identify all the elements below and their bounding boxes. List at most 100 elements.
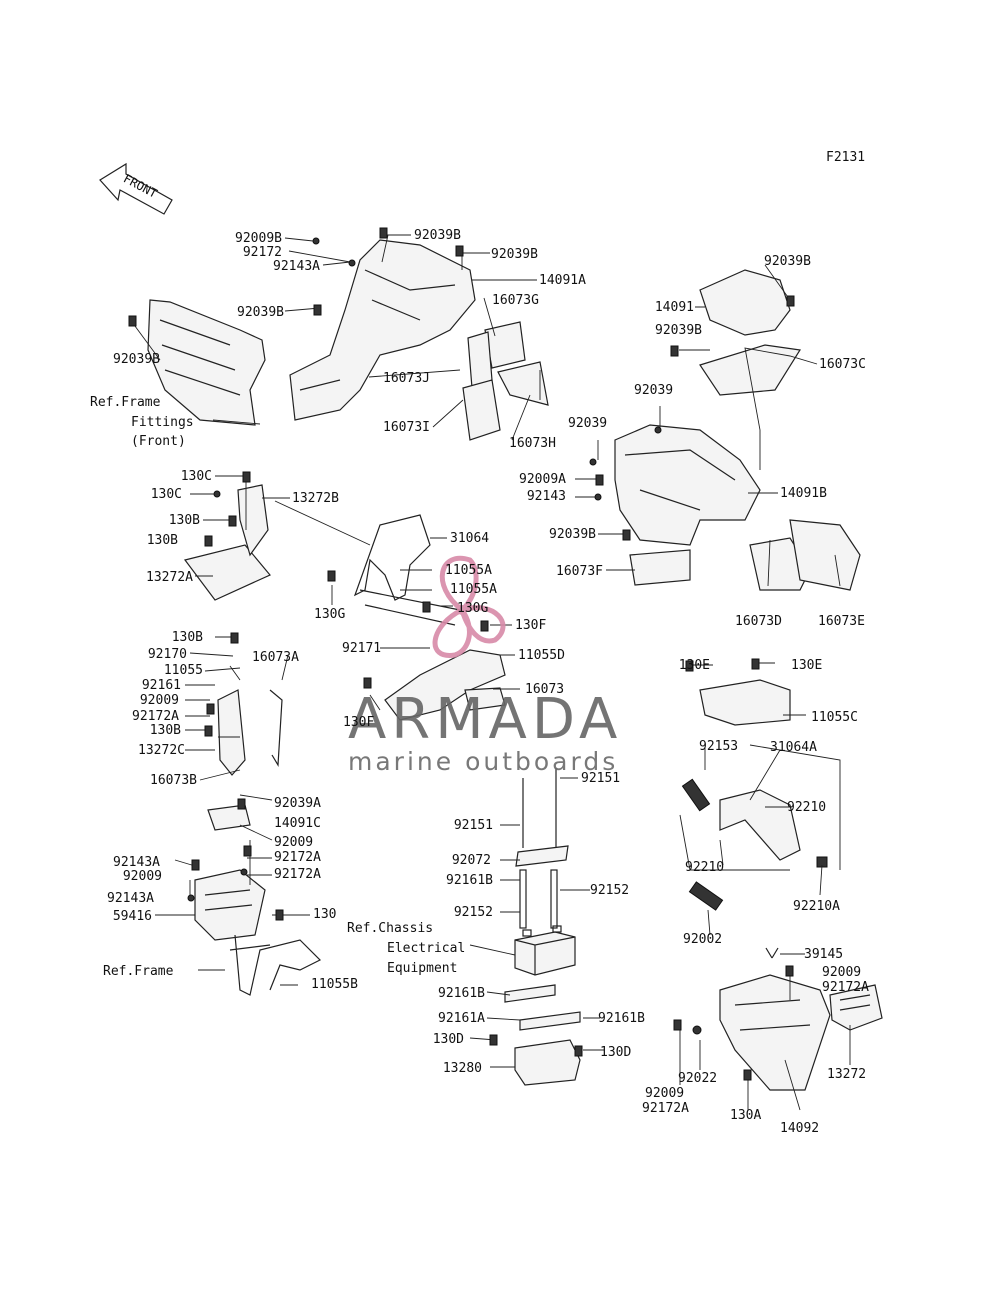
part-number-label: 92153	[699, 739, 738, 754]
part-number-label: 130A	[730, 1108, 761, 1123]
part-number-label: 16073B	[150, 773, 197, 788]
part-number-label: 92161A	[438, 1011, 485, 1026]
part-number-label: 13272A	[146, 570, 193, 585]
parts-artwork	[147, 239, 883, 1091]
part-number-label: 92171	[342, 641, 381, 656]
watermark: ARMADA marine outboards	[348, 555, 622, 776]
watermark-subtitle: marine outboards	[348, 747, 618, 776]
part-number-label: 92161	[142, 678, 181, 693]
part-number-label: 92161B	[446, 873, 493, 888]
part-number-label: 92210	[685, 860, 724, 875]
front-arrow-icon: FRONT	[99, 162, 173, 215]
part-number-label: 92210	[787, 800, 826, 815]
part-number-label: 130E	[679, 658, 710, 673]
part-number-label: 14091	[655, 300, 694, 315]
part-number-label: 14091C	[274, 816, 321, 831]
part-number-label: 11055D	[518, 648, 565, 663]
part-number-label: 92143A	[107, 891, 154, 906]
part-number-label: 11055A	[450, 582, 497, 597]
part-number-label: 11055C	[811, 710, 858, 725]
part-number-label: 92143A	[113, 855, 160, 870]
part-number-label: 92172A	[274, 867, 321, 882]
part-number-label: 130B	[150, 723, 181, 738]
part-number-label: 92143	[527, 489, 566, 504]
front-arrow-label: FRONT	[121, 171, 159, 200]
part-number-label: 92143A	[273, 259, 320, 274]
part-number-label: 16073D	[735, 614, 782, 629]
part-number-label: 92009	[645, 1086, 684, 1101]
part-number-label: 92152	[454, 905, 493, 920]
part-number-label: 16073E	[818, 614, 865, 629]
part-number-label: 13280	[443, 1061, 482, 1076]
part-number-label: 92172A	[822, 980, 869, 995]
part-number-label: 16073F	[556, 564, 603, 579]
part-number-label: Ref.Chassis	[347, 921, 433, 936]
part-number-label: 16073A	[252, 650, 299, 665]
part-number-label: 16073I	[383, 420, 430, 435]
part-number-label: 92009B	[235, 231, 282, 246]
part-number-label: 92172A	[132, 709, 179, 724]
part-number-label: Electrical	[387, 941, 465, 956]
part-number-label: 130G	[457, 601, 488, 616]
part-number-label: 16073C	[819, 357, 866, 372]
part-number-label: 92009A	[519, 472, 566, 487]
part-number-label: 11055B	[311, 977, 358, 992]
part-number-label: 13272	[827, 1067, 866, 1082]
part-number-label: 92009	[123, 869, 162, 884]
part-number-label: 92039B	[113, 352, 160, 367]
part-number-label: 92009	[274, 835, 313, 850]
part-number-label: 39145	[804, 947, 843, 962]
part-number-label: 92172	[243, 245, 282, 260]
part-number-label: 92072	[452, 853, 491, 868]
part-number-label: 92172A	[642, 1101, 689, 1116]
part-number-label: 130D	[433, 1032, 464, 1047]
part-number-label: 92039	[634, 383, 673, 398]
part-number-label: 130C	[151, 487, 182, 502]
part-number-label: 92039B	[414, 228, 461, 243]
part-number-label: 92002	[683, 932, 722, 947]
part-number-label: 92151	[454, 818, 493, 833]
part-number-label: 130G	[314, 607, 345, 622]
part-number-label: 16073G	[492, 293, 539, 308]
leader-lines	[131, 234, 851, 1111]
part-number-label: 31064A	[770, 740, 817, 755]
part-number-label: 130B	[172, 630, 203, 645]
part-number-label: 130F	[343, 715, 374, 730]
part-number-label: 11055A	[445, 563, 492, 578]
propeller-logo-icon	[432, 555, 506, 658]
part-number-label: 92039B	[655, 323, 702, 338]
part-labels: 92009B9217292143A92039B92039B14091A92039…	[90, 228, 869, 1136]
part-number-label: 14091B	[780, 486, 827, 501]
part-number-label: 13272B	[292, 491, 339, 506]
part-number-label: 92039	[568, 416, 607, 431]
part-number-label: 14091A	[539, 273, 586, 288]
figure-code: F2131	[826, 150, 865, 165]
part-number-label: 92009	[140, 693, 179, 708]
part-number-label: Ref.Frame	[103, 964, 174, 979]
watermark-title: ARMADA	[348, 687, 622, 752]
part-number-label: 16073J	[383, 371, 430, 386]
part-number-label: 130C	[181, 469, 212, 484]
part-number-label: 14092	[780, 1121, 819, 1136]
part-number-label: 92170	[148, 647, 187, 662]
part-number-label: 11055	[164, 663, 203, 678]
part-number-label: 130B	[147, 533, 178, 548]
part-number-label: 92161B	[438, 986, 485, 1001]
part-number-label: Equipment	[387, 961, 457, 976]
part-number-label: 92172A	[274, 850, 321, 865]
part-number-label: 130B	[169, 513, 200, 528]
part-number-label: 130D	[600, 1045, 631, 1060]
part-number-label: Ref.Frame	[90, 395, 161, 410]
part-number-label: 92009	[822, 965, 861, 980]
part-number-label: 59416	[113, 909, 152, 924]
part-number-label: (Front)	[131, 434, 186, 449]
fasteners	[128, 227, 795, 1081]
part-number-label: 92039B	[764, 254, 811, 269]
part-number-label: 16073	[525, 682, 564, 697]
part-number-label: 92039B	[491, 247, 538, 262]
part-number-label: 92151	[581, 771, 620, 786]
part-number-label: 92022	[678, 1071, 717, 1086]
part-number-label: 92039A	[274, 796, 321, 811]
part-number-label: 92152	[590, 883, 629, 898]
